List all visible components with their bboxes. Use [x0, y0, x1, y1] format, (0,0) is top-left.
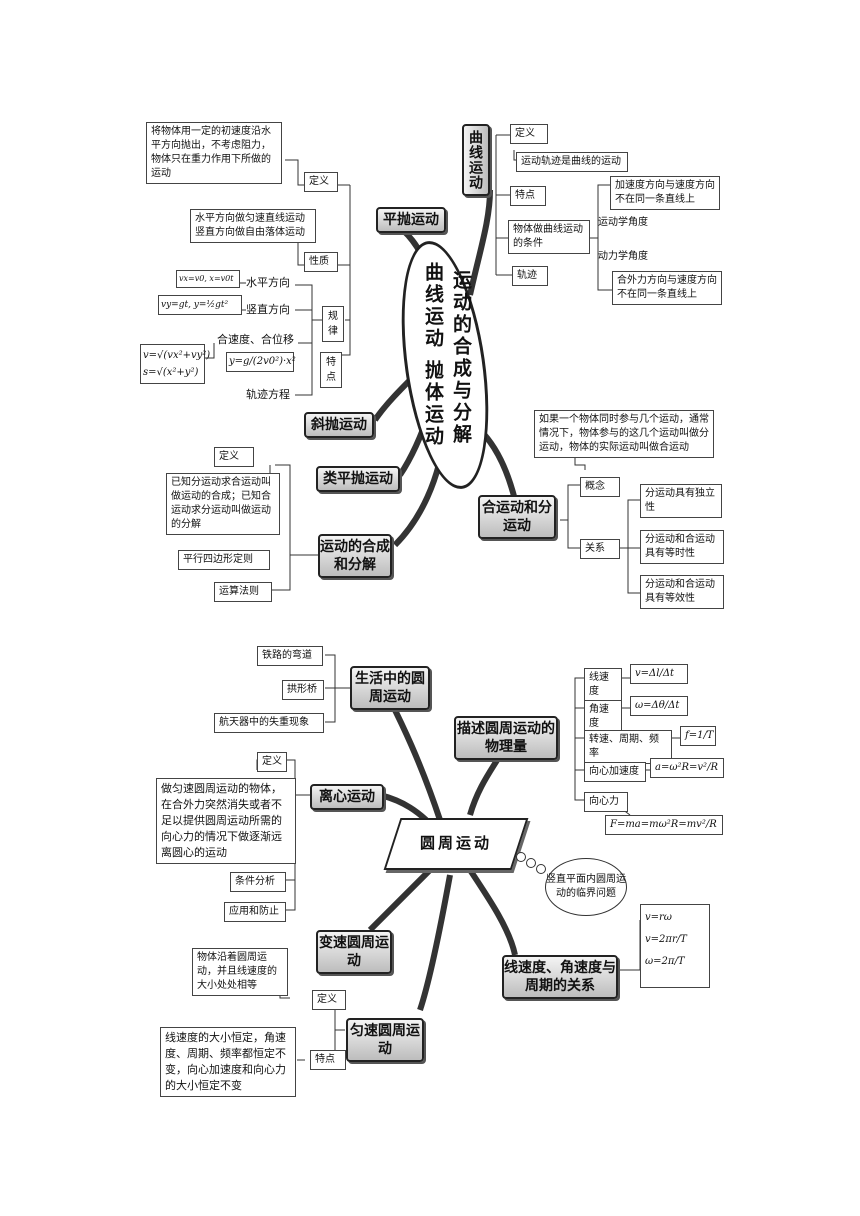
relation-3: 分运动和合运动具有等效性	[640, 575, 724, 609]
describe-quantities-hub: 描述圆周运动的物理量	[454, 716, 558, 760]
vertical-plane-cloud: 竖直平面内圆周运动的临界问题	[545, 858, 627, 916]
centripetal-acc-label: 向心加速度	[584, 762, 646, 782]
curve-dynamic-text: 合外力方向与速度方向不在同一条直线上	[612, 271, 722, 305]
centripetal-force-label: 向心力	[584, 792, 628, 812]
trajectory-label: 轨迹方程	[246, 388, 290, 401]
relation-formula-box: v=rω v=2πr/T ω=2π/T	[640, 904, 710, 988]
centrifugal-hub: 离心运动	[310, 784, 384, 810]
oblique-hub: 斜抛运动	[304, 412, 374, 438]
synthesis-rule-1: 平行四边形定则	[178, 550, 270, 570]
centrifugal-application: 应用和防止	[224, 902, 286, 922]
combined-formula-box: v=√(vx²+vy²) s=√(x²+y²)	[140, 344, 211, 384]
synthesis-hub: 运动的合成和分解	[318, 534, 392, 578]
horizontal-formula: vx=v0, x=v0t	[176, 270, 240, 288]
relation-formula-2: v=2πr/T	[645, 934, 687, 945]
combined-concept-text: 如果一个物体同时参与几个运动，通常情况下，物体参与的这几个运动叫做分运动，物体的…	[534, 410, 714, 458]
synthesis-rule-label: 运算法则	[214, 582, 272, 602]
combined-formula-2: s=√(x²+y²)	[143, 367, 199, 378]
centripetal-acc-formula: a=ω²R=v²/R	[650, 758, 724, 778]
linear-speed-formula: v=Δl/Δt	[630, 664, 688, 684]
horizontal-label: 水平方向	[246, 276, 290, 289]
curve-motion-hub: 曲线运动	[462, 124, 490, 196]
linear-speed-label: 线速度	[584, 668, 622, 702]
centrifugal-definition-label: 定义	[257, 752, 287, 772]
projectile-definition-text: 将物体用一定的初速度沿水平方向抛出，不考虑阻力，物体只在重力作用下所做的运动	[146, 122, 282, 184]
projectile-property-text: 水平方向做匀速直线运动 竖直方向做自由落体运动	[190, 209, 316, 243]
combined-relation-label: 关系	[580, 539, 620, 559]
curve-trajectory-label: 轨迹	[512, 266, 548, 286]
curve-definition-label: 定义	[510, 124, 548, 144]
variable-speed-hub: 变速圆周运动	[316, 930, 392, 974]
period-formula: f=1/T	[680, 726, 716, 746]
uniform-definition-label: 定义	[312, 990, 346, 1010]
projectile-feature-label: 特点	[320, 352, 342, 388]
curve-kinematic-text: 加速度方向与速度方向不在同一条直线上	[610, 176, 720, 210]
curve-definition-text: 运动轨迹是曲线的运动	[516, 152, 628, 172]
combined-motion-hub: 合运动和分运动	[478, 495, 556, 539]
daily-item-2: 拱形桥	[282, 680, 324, 700]
relation-2: 分运动和合运动具有等时性	[640, 530, 724, 564]
quasi-projectile-hub: 类平抛运动	[316, 466, 400, 492]
period-label: 转速、周期、频率	[584, 730, 672, 764]
daily-circular-hub: 生活中的圆周运动	[350, 666, 430, 710]
daily-item-3: 航天器中的失重现象	[214, 713, 324, 733]
relation-hub: 线速度、角速度与周期的关系	[502, 955, 618, 999]
angular-speed-formula: ω=Δθ/Δt	[630, 696, 688, 716]
combined-formula-1: v=√(vx²+vy²)	[143, 350, 211, 361]
relation-1: 分运动具有独立性	[640, 484, 722, 518]
uniform-circular-hub: 匀速圆周运动	[346, 1018, 424, 1062]
centrifugal-definition-text: 做匀速圆周运动的物体，在合外力突然消失或者不足以提供圆周运动所需的向心力的情况下…	[156, 778, 296, 864]
center-right-title: 运动的合成与分解	[450, 270, 472, 446]
thought-bubble-1	[516, 852, 526, 862]
projectile-definition-label: 定义	[304, 172, 338, 192]
dynamic-angle-label: 动力学角度	[598, 251, 648, 262]
curve-feature-label: 特点	[510, 186, 546, 206]
center-left-title: 曲线运动 抛体运动	[422, 262, 444, 448]
kinematic-angle-label: 运动学角度	[598, 217, 648, 228]
projectile-law-label: 规律	[322, 306, 344, 342]
circular-center-title: 圆周运动	[420, 834, 493, 852]
vertical-label: 竖直方向	[246, 303, 290, 316]
combined-label: 合速度、合位移	[217, 333, 294, 346]
relation-formula-1: v=rω	[645, 912, 672, 923]
daily-item-1: 铁路的弯道	[257, 646, 323, 666]
synthesis-definition-label: 定义	[214, 447, 254, 467]
vertical-formula: vy=gt, y=½gt²	[158, 295, 242, 315]
uniform-feature-label: 特点	[310, 1050, 346, 1070]
projectile-hub: 平抛运动	[376, 207, 446, 233]
angular-speed-label: 角速度	[584, 700, 622, 734]
centripetal-force-formula: F=ma=mω²R=mv²/R	[605, 815, 723, 835]
trajectory-formula: y=g/(2v0²)·x²	[226, 352, 296, 372]
projectile-property-label: 性质	[304, 252, 338, 272]
uniform-feature-text: 线速度的大小恒定，角速度、周期、频率都恒定不变，向心加速度和向心力的大小恒定不变	[160, 1027, 296, 1097]
centrifugal-condition: 条件分析	[230, 872, 286, 892]
thought-bubble-3	[536, 864, 546, 874]
relation-formula-3: ω=2π/T	[645, 956, 685, 967]
synthesis-definition-text: 已知分运动求合运动叫做运动的合成；已知合运动求分运动叫做运动的分解	[166, 473, 280, 535]
uniform-definition-text: 物体沿着圆周运动，并且线速度的大小处处相等	[192, 948, 288, 996]
thought-bubble-2	[526, 858, 536, 868]
curve-condition-label: 物体做曲线运动的条件	[508, 220, 590, 254]
combined-concept-label: 概念	[580, 477, 620, 497]
